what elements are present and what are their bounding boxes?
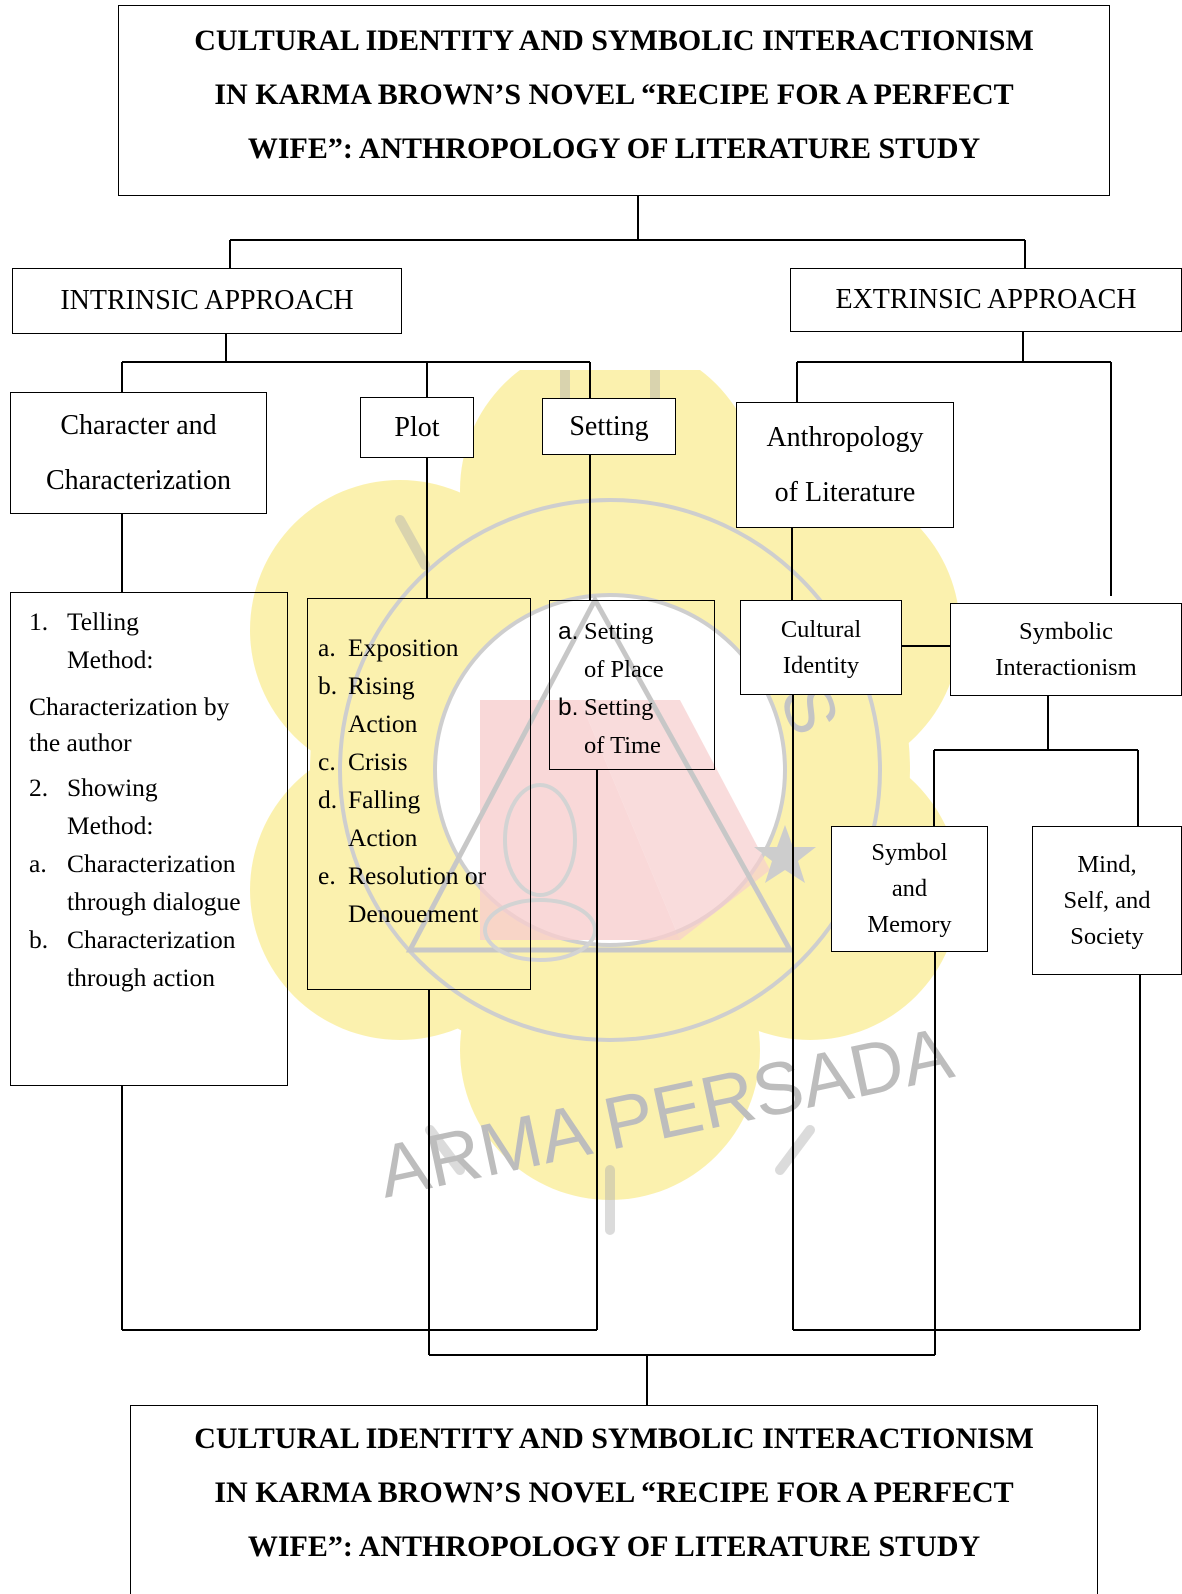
mind-line: Self, and [1063,886,1151,914]
list-marker: 2. [29,773,49,802]
list-marker: 1. [29,607,49,636]
setting-item: b. Setting of Time [558,689,714,765]
plot-item: e. Resolution or Denouement [318,857,530,933]
plot-item-line: Crisis [348,747,408,776]
title-line: IN KARMA BROWN’S NOVEL “RECIPE FOR A PER… [214,1476,1014,1509]
setting-item: a. Setting of Place [558,613,714,689]
list-marker: c. [318,747,336,776]
mind-self-society-box: Mind, Self, and Society [1032,826,1182,975]
symbol-memory-box: Symbol and Memory [831,826,988,952]
telling-line: Telling [67,607,139,636]
title-line: CULTURAL IDENTITY AND SYMBOLIC INTERACTI… [194,1422,1034,1455]
mind-line: Society [1070,922,1144,950]
character-details-box: 1. Telling Method: Characterization by t… [10,592,288,1086]
mind-line: Mind, [1077,850,1137,878]
plot-box: Plot [360,397,474,458]
plot-item: c. Crisis [318,743,530,781]
subitem-line: Characterization [67,925,236,954]
symbol-memory-line: Symbol [871,839,948,866]
anthropology-line: Anthropology [766,422,924,453]
plot-item: d. Falling Action [318,781,530,857]
plot-item-line: Action [348,709,418,738]
plot-item-line: Falling [348,785,421,814]
telling-note: Characterization by the author [29,689,287,761]
list-marker: a. [318,633,336,662]
list-marker: b. [558,694,579,721]
plot-details-box: a. Exposition b. Rising Action c. Crisis… [307,598,531,990]
title-line: IN KARMA BROWN’S NOVEL “RECIPE FOR A PER… [214,78,1014,111]
list-marker: e. [318,861,336,890]
cultural-identity-line: Cultural [780,615,862,643]
character-line: Character and [60,410,217,441]
symbolic-line: Symbolic [1019,617,1113,645]
list-marker: a. [29,849,47,878]
title-line: WIFE”: ANTHROPOLOGY OF LITERATURE STUDY [247,1530,981,1563]
setting-item-line: of Place [584,656,664,683]
setting-details-box: a. Setting of Place b. Setting of Time [549,600,715,770]
showing-line: Method: [67,811,154,840]
plot-label: Plot [394,411,440,443]
list-marker: b. [318,671,338,700]
showing-subitem: a. Characterization through dialogue [29,845,287,921]
setting-item-line: of Time [584,732,661,759]
symbolic-line: Interactionism [995,653,1137,681]
showing-method-item: 2. Showing Method: [29,769,287,845]
telling-line: Method: [67,645,154,674]
title-box-bottom: CULTURAL IDENTITY AND SYMBOLIC INTERACTI… [130,1405,1098,1594]
extrinsic-approach-box: EXTRINSIC APPROACH [790,268,1182,332]
symbol-memory-line: Memory [867,911,952,938]
plot-item-line: Resolution or [348,861,487,890]
setting-box: Setting [542,398,676,455]
list-marker: b. [29,925,49,954]
symbol-memory-line: and [891,875,928,902]
setting-item-line: Setting [584,618,654,645]
extrinsic-approach-label: EXTRINSIC APPROACH [835,284,1137,315]
telling-note-line: the author [29,728,132,757]
telling-note-line: Characterization by [29,692,230,721]
telling-method-item: 1. Telling Method: [29,603,287,679]
list-marker: d. [318,785,338,814]
plot-item: a. Exposition [318,629,530,667]
plot-item-line: Rising [348,671,415,700]
anthropology-line: of Literature [774,477,916,508]
character-line: Characterization [45,465,231,496]
plot-item-line: Action [348,823,418,852]
list-marker: a. [558,618,579,645]
subitem-line: through action [67,963,216,992]
cultural-identity-box: Cultural Identity [740,600,902,695]
subitem-line: through dialogue [67,887,241,916]
symbolic-interactionism-box: Symbolic Interactionism [950,603,1182,696]
intrinsic-approach-label: INTRINSIC APPROACH [60,285,354,316]
plot-item-line: Exposition [348,633,459,662]
title-line: WIFE”: ANTHROPOLOGY OF LITERATURE STUDY [247,132,981,165]
title-box-top: CULTURAL IDENTITY AND SYMBOLIC INTERACTI… [118,5,1110,196]
plot-item: b. Rising Action [318,667,530,743]
plot-item-line: Denouement [348,899,479,928]
showing-line: Showing [67,773,158,802]
intrinsic-approach-box: INTRINSIC APPROACH [12,268,402,334]
setting-item-line: Setting [584,694,654,721]
anthropology-box: Anthropology of Literature [736,402,954,528]
showing-subitem: b. Characterization through action [29,921,287,997]
character-box: Character and Characterization [10,392,267,514]
subitem-line: Characterization [67,849,236,878]
title-line: CULTURAL IDENTITY AND SYMBOLIC INTERACTI… [194,24,1034,57]
setting-label: Setting [569,410,649,442]
cultural-identity-line: Identity [782,651,860,679]
